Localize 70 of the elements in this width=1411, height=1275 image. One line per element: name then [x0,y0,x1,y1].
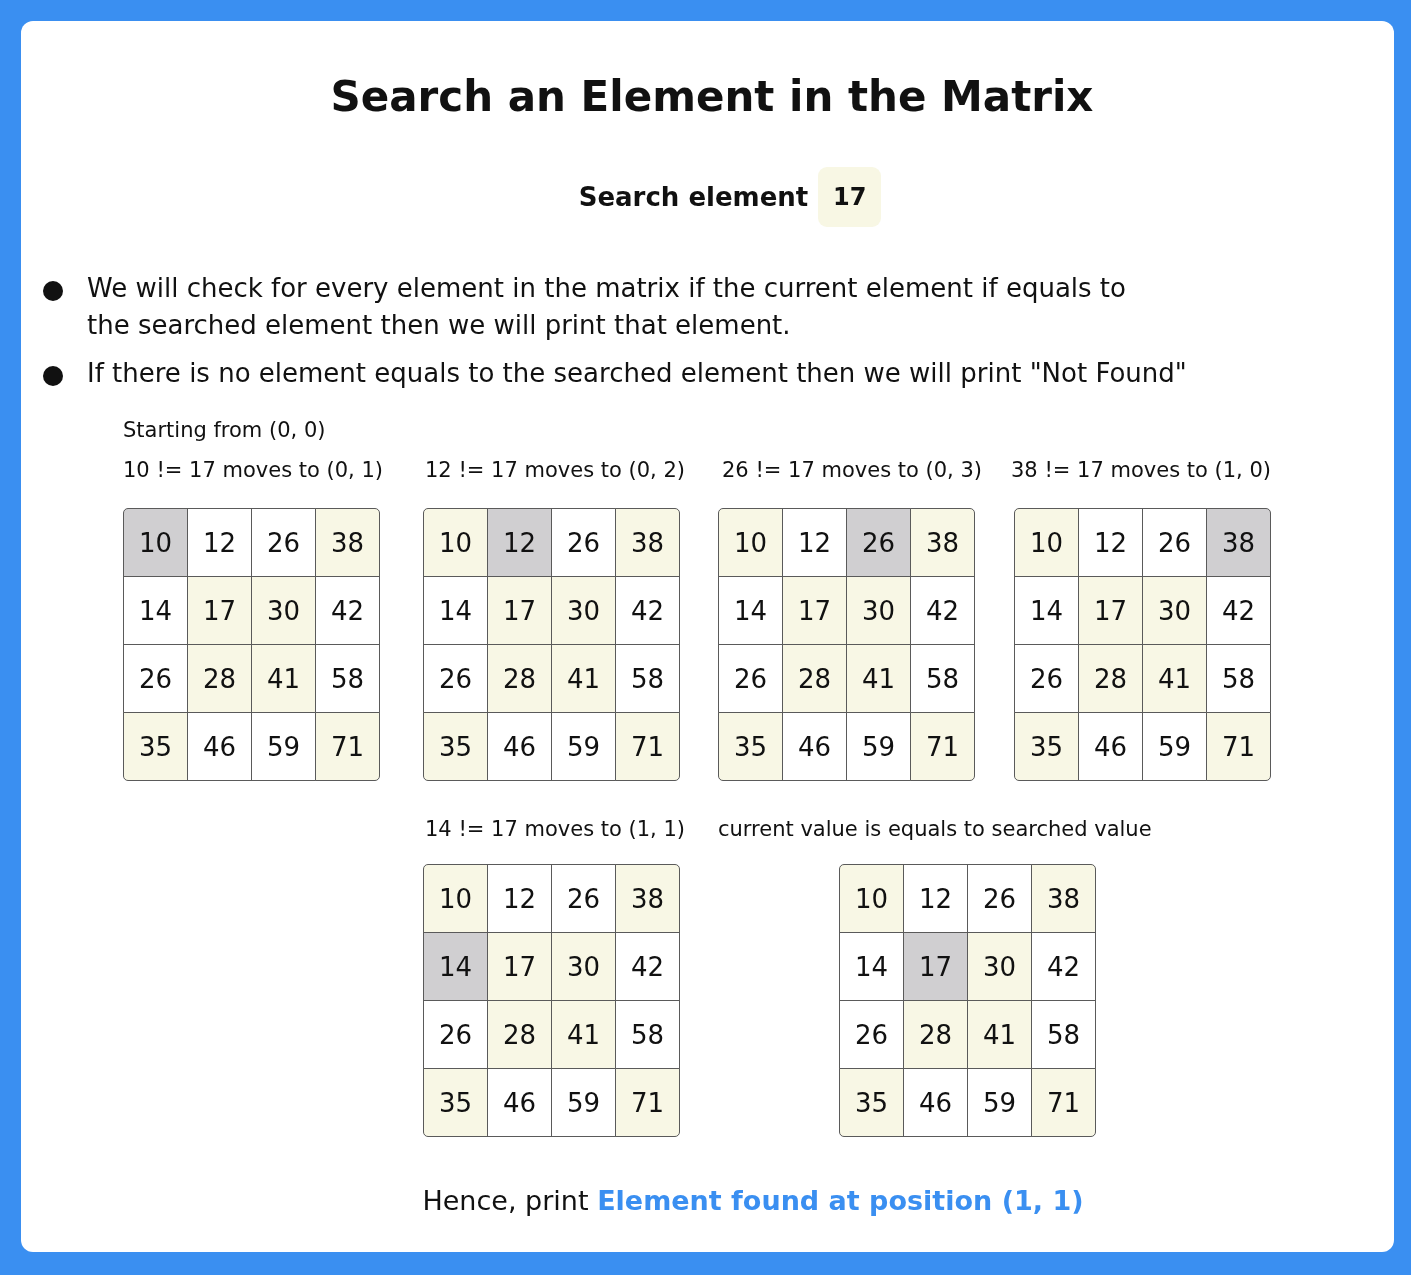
matrix-cell: 46 [487,1068,552,1137]
matrix-cell: 28 [487,644,552,713]
matrix-cell: 38 [615,508,680,577]
matrix-cell: 30 [967,932,1032,1001]
matrix-cell: 38 [615,864,680,933]
matrix-cell: 10 [423,508,488,577]
matrix-cell: 41 [846,644,911,713]
current-matrix-cell: 12 [487,508,552,577]
bullet-text: We will check for every element in the matrix if the current element if equals to the searched element then we will print that element. [87,272,1127,342]
matrix-cell: 28 [782,644,847,713]
current-matrix-cell: 14 [423,932,488,1001]
matrix-cell: 46 [1078,712,1143,781]
matrix-cell: 28 [1078,644,1143,713]
bullet-text: If there is no element equals to the searched element then we will print "Not Found" [87,357,1188,390]
matrix-cell: 17 [487,576,552,645]
matrix-cell: 71 [615,712,680,781]
title: Search an Element in the Matrix [330,71,1094,123]
matrix-cell: 10 [718,508,783,577]
matrix-cell: 71 [315,712,380,781]
matrix-cell: 17 [1078,576,1143,645]
matrix-cell: 30 [251,576,316,645]
matrix-cell: 46 [903,1068,968,1137]
matrix-cell: 30 [1142,576,1207,645]
matrix-cell: 35 [423,1068,488,1137]
step-caption: 14 != 17 moves to (1, 1) [425,816,685,842]
step-caption: 26 != 17 moves to (0, 3) [722,457,982,483]
matrix-cell: 41 [967,1000,1032,1069]
matrix-cell: 41 [551,644,616,713]
current-matrix-cell: 38 [1206,508,1271,577]
matrix-cell: 46 [187,712,252,781]
matrix-cell: 30 [846,576,911,645]
matrix-cell: 46 [487,712,552,781]
matrix-cell: 35 [718,712,783,781]
matrix-cell: 71 [1206,712,1271,781]
step-caption: Starting from (0, 0) [123,417,326,443]
matrix-cell: 28 [487,1000,552,1069]
search-label: Search element [578,182,809,212]
matrix-cell: 28 [187,644,252,713]
result-text: Hence, print Element found at position (1, 1) [422,1184,1084,1218]
matrix-cell: 41 [251,644,316,713]
matrix-cell: 17 [187,576,252,645]
step-caption: 12 != 17 moves to (0, 2) [425,457,685,483]
matrix-cell: 10 [839,864,904,933]
step-caption: current value is equals to searched value [718,816,1152,842]
search-value-tag: 17 [818,167,882,227]
matrix-cell: 35 [1014,712,1079,781]
matrix-cell: 35 [123,712,188,781]
matrix-cell: 28 [903,1000,968,1069]
current-matrix-cell: 10 [123,508,188,577]
matrix-cell: 71 [1031,1068,1096,1137]
step-caption: 38 != 17 moves to (1, 0) [1011,457,1271,483]
matrix-cell: 46 [782,712,847,781]
matrix-cell: 17 [487,932,552,1001]
matrix-cell: 17 [782,576,847,645]
matrix-cell: 10 [1014,508,1079,577]
matrix-cell: 30 [551,576,616,645]
matrix-cell: 10 [423,864,488,933]
matrix-cell: 35 [839,1068,904,1137]
matrix-cell: 41 [1142,644,1207,713]
matrix-cell: 71 [910,712,975,781]
matrix-cell: 71 [615,1068,680,1137]
matrix-cell: 38 [1031,864,1096,933]
current-matrix-cell: 26 [846,508,911,577]
matrix-cell: 41 [551,1000,616,1069]
matrix-cell: 30 [551,932,616,1001]
matrix-cell: 35 [423,712,488,781]
step-caption: 10 != 17 moves to (0, 1) [123,457,383,483]
matrix-cell: 38 [910,508,975,577]
matrix-cell: 38 [315,508,380,577]
current-matrix-cell: 17 [903,932,968,1001]
